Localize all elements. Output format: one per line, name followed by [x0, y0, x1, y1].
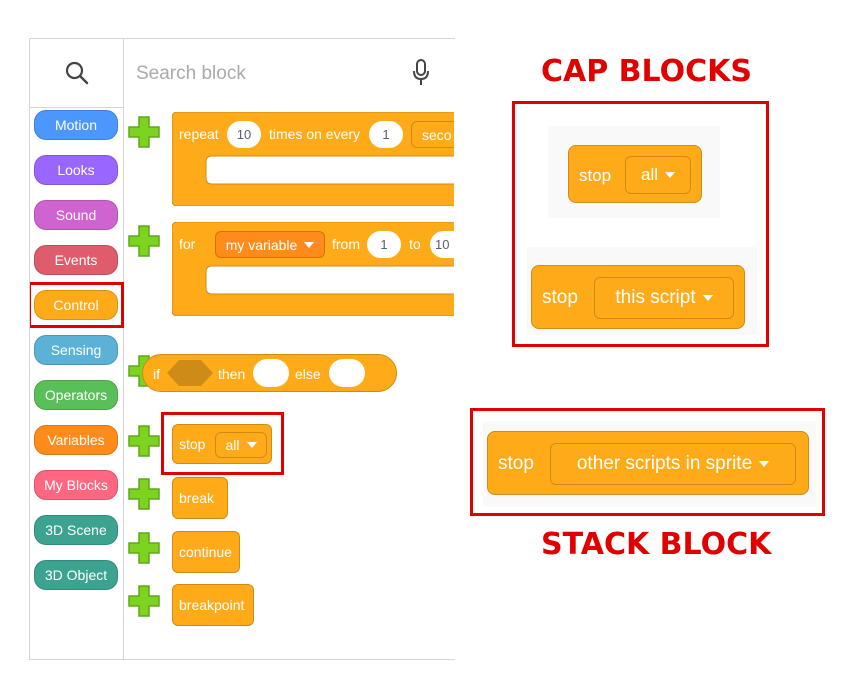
- search-button[interactable]: [30, 39, 123, 108]
- breakpoint-keyword: breakpoint: [179, 597, 245, 613]
- stack1-option-dropdown[interactable]: other scripts in sprite: [550, 443, 796, 485]
- chevron-down-icon: [665, 172, 675, 178]
- stop-keyword: stop: [179, 436, 206, 452]
- cap-block-stop-this-script[interactable]: stop this script: [531, 265, 745, 329]
- repeat-block[interactable]: repeat 10 times on every 1 seco: [172, 112, 454, 206]
- if-keyword: if: [153, 366, 160, 382]
- for-from-input[interactable]: 1: [367, 231, 401, 258]
- else-slot[interactable]: [329, 359, 365, 387]
- control-category-highlight: [30, 282, 124, 328]
- for-to-input[interactable]: 10: [430, 231, 454, 258]
- search-bar: Search block: [124, 39, 455, 107]
- stop-option-dropdown[interactable]: all: [215, 432, 267, 458]
- microphone-icon[interactable]: [412, 59, 430, 87]
- stack1-stop-keyword: stop: [498, 453, 534, 474]
- add-for-block-plus-icon[interactable]: [127, 224, 161, 258]
- breakpoint-block[interactable]: breakpoint: [172, 584, 254, 626]
- cap2-option-dropdown[interactable]: this script: [594, 277, 734, 319]
- repeat-count-input[interactable]: 10: [227, 121, 261, 148]
- for-variable-dropdown[interactable]: my variable: [215, 231, 325, 258]
- continue-keyword: continue: [179, 544, 232, 560]
- cap-blocks-heading: CAP BLOCKS: [541, 54, 752, 89]
- for-block[interactable]: for my variable from 1 to 10: [172, 222, 454, 316]
- then-keyword: then: [218, 366, 246, 382]
- break-keyword: break: [179, 490, 215, 506]
- condition-slot-hexagon[interactable]: [167, 360, 213, 386]
- repeat-mid-label: times on every: [269, 126, 361, 142]
- stack-block-box: stop other scripts in sprite: [470, 408, 825, 516]
- category-variables[interactable]: Variables: [34, 425, 118, 455]
- break-block[interactable]: break: [172, 477, 228, 519]
- add-repeat-block-plus-icon[interactable]: [127, 115, 161, 149]
- cap1-option-dropdown[interactable]: all: [625, 156, 691, 194]
- chevron-down-icon: [702, 295, 713, 301]
- search-input[interactable]: Search block: [136, 63, 246, 84]
- chevron-down-icon: [246, 442, 257, 448]
- search-icon: [65, 61, 88, 85]
- for-to-label: to: [409, 236, 421, 252]
- stack-block-stop-other-scripts[interactable]: stop other scripts in sprite: [487, 431, 809, 495]
- cap-blocks-box: stop all stop this script: [512, 101, 769, 347]
- category-column: Motion Looks Sound Events Control Sensin…: [30, 39, 124, 659]
- repeat-interval-input[interactable]: 1: [369, 121, 403, 148]
- stop-block-highlight: [161, 412, 284, 475]
- cap1-stop-keyword: stop: [579, 166, 612, 185]
- add-break-block-plus-icon[interactable]: [127, 477, 161, 511]
- category-motion[interactable]: Motion: [34, 110, 118, 140]
- for-keyword: for: [179, 236, 196, 252]
- category-3d-object[interactable]: 3D Object: [34, 560, 118, 590]
- stop-block[interactable]: stop all: [172, 424, 272, 464]
- if-then-else-block[interactable]: if then else: [142, 354, 397, 392]
- chevron-down-icon: [759, 461, 770, 467]
- add-continue-block-plus-icon[interactable]: [127, 531, 161, 565]
- continue-block[interactable]: continue: [172, 531, 240, 573]
- category-sensing[interactable]: Sensing: [34, 335, 118, 365]
- repeat-unit-dropdown[interactable]: seco: [411, 121, 454, 148]
- repeat-keyword: repeat: [179, 126, 219, 142]
- else-keyword: else: [295, 366, 321, 382]
- add-stop-block-plus-icon[interactable]: [127, 424, 161, 458]
- category-my-blocks[interactable]: My Blocks: [34, 470, 118, 500]
- for-from-label: from: [332, 236, 360, 252]
- category-operators[interactable]: Operators: [34, 380, 118, 410]
- then-slot[interactable]: [253, 359, 289, 387]
- stack-block-heading: STACK BLOCK: [541, 527, 772, 562]
- chevron-down-icon: [304, 241, 315, 248]
- category-3d-scene[interactable]: 3D Scene: [34, 515, 118, 545]
- add-breakpoint-block-plus-icon[interactable]: [127, 584, 161, 618]
- category-control[interactable]: Control: [34, 290, 118, 320]
- cap2-stop-keyword: stop: [542, 287, 578, 308]
- category-looks[interactable]: Looks: [34, 155, 118, 185]
- cap-block-stop-all[interactable]: stop all: [568, 145, 702, 203]
- category-events[interactable]: Events: [34, 245, 118, 275]
- category-sound[interactable]: Sound: [34, 200, 118, 230]
